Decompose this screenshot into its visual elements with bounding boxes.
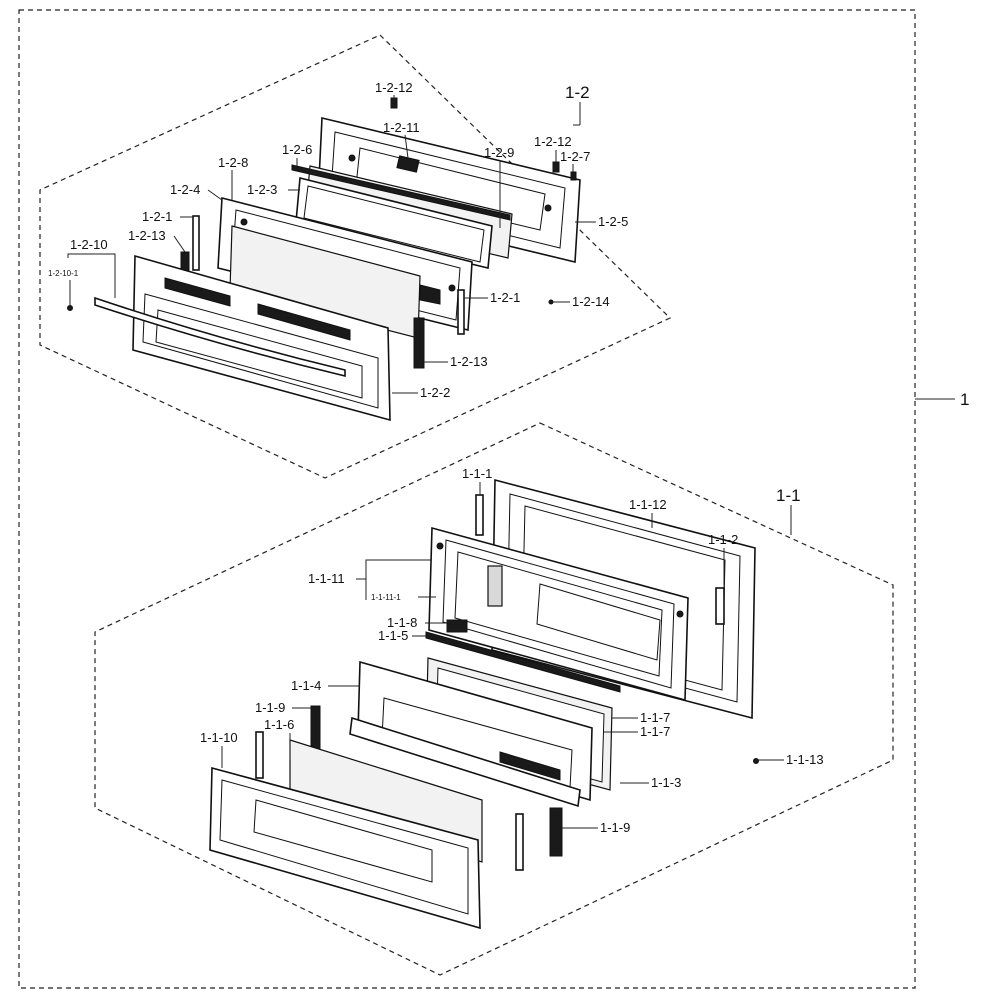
label-1-1-9-top: 1-1-9 <box>255 700 285 715</box>
label-1-2-12-right: 1-2-12 <box>534 134 572 149</box>
label-1-1-7-b: 1-1-7 <box>640 724 670 739</box>
lower-part-labels: 1-1-1 1-1-12 1-1-2 1-1-11 1-1-11-1 1-1-8… <box>200 466 824 835</box>
upper-part-labels: 1-2-12 1-2-11 1-2-12 1-2-7 1-2-6 1-2-9 1… <box>48 80 628 400</box>
label-1-2-12-top: 1-2-12 <box>375 80 413 95</box>
label-subassembly-1-1: 1-1 <box>776 486 801 505</box>
label-1-2-10: 1-2-10 <box>70 237 108 252</box>
label-1-2-4: 1-2-4 <box>170 182 200 197</box>
label-1-1-11-1: 1-1-11-1 <box>371 593 401 602</box>
label-1-1-11: 1-1-11 <box>308 571 345 586</box>
label-1-1-5: 1-1-5 <box>378 628 408 643</box>
label-1-2-14: 1-2-14 <box>572 294 610 309</box>
label-assembly-1: 1 <box>960 390 969 409</box>
label-1-2-13-right: 1-2-13 <box>450 354 488 369</box>
label-1-2-1-right: 1-2-1 <box>490 290 520 305</box>
label-1-2-8: 1-2-8 <box>218 155 248 170</box>
label-1-1-6: 1-1-6 <box>264 717 294 732</box>
label-1-1-2: 1-1-2 <box>708 532 738 547</box>
label-1-2-10-1: 1-2-10-1 <box>48 269 79 278</box>
label-1-2-1-left: 1-2-1 <box>142 209 172 224</box>
label-1-2-11: 1-2-11 <box>383 120 420 135</box>
label-1-2-5: 1-2-5 <box>598 214 628 229</box>
label-subassembly-1-2: 1-2 <box>565 83 590 102</box>
label-1-1-13: 1-1-13 <box>786 752 824 767</box>
label-1-1-1: 1-1-1 <box>462 466 492 481</box>
label-1-2-13-left: 1-2-13 <box>128 228 166 243</box>
label-1-1-7-a: 1-1-7 <box>640 710 670 725</box>
label-1-2-9: 1-2-9 <box>484 145 514 160</box>
label-1-1-8: 1-1-8 <box>387 615 417 630</box>
upper-subassembly-boundary <box>39 34 672 479</box>
label-1-1-4: 1-1-4 <box>291 678 321 693</box>
outer-assembly-boundary <box>18 9 916 989</box>
label-1-2-2: 1-2-2 <box>420 385 450 400</box>
label-1-2-6: 1-2-6 <box>282 142 312 157</box>
label-1-2-3: 1-2-3 <box>247 182 277 197</box>
label-1-1-3: 1-1-3 <box>651 775 681 790</box>
label-1-1-10: 1-1-10 <box>200 730 238 745</box>
lower-parts-drawing <box>209 478 759 930</box>
upper-parts-drawing <box>67 97 581 422</box>
label-1-2-7: 1-2-7 <box>560 149 590 164</box>
lower-subassembly-boundary <box>94 422 894 976</box>
label-1-1-12: 1-1-12 <box>629 497 667 512</box>
label-1-1-9-bottom: 1-1-9 <box>600 820 630 835</box>
